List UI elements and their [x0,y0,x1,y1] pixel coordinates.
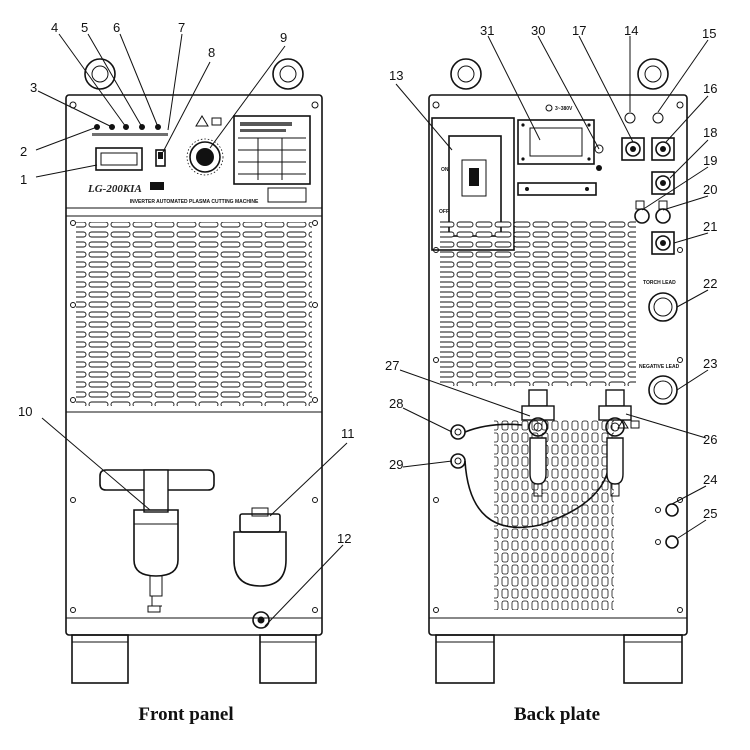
back-connector-21 [651,231,675,255]
back-connector-16 [651,137,675,161]
front-ground-terminal [252,611,270,629]
callout-label: 2 [20,144,27,159]
back-callouts: 13 14 15 16 17 18 19 20 21 22 23 24 25 2… [385,23,717,539]
back-vent-grille [440,220,636,386]
back-connector-18 [651,171,675,195]
callout-label: 30 [531,23,545,38]
callout-label: 12 [337,531,351,546]
callout-label: 7 [178,20,185,35]
back-manual-icon [630,420,640,429]
ground-screw [594,144,604,154]
back-foot-left [435,634,495,684]
back-gas-outlet-25 [655,535,679,549]
front-toggle-switch [155,149,166,167]
back-plate: ON OFF 3~380V [428,58,688,684]
callout-label: 15 [702,26,716,41]
front-lifting-eye-right [272,58,304,90]
back-negative-lead-terminal [648,375,678,405]
torch-lead-label: TORCH LEAD [643,280,676,286]
callout-label: 21 [703,219,717,234]
callout-label: 4 [51,20,58,35]
back-gas-inlet-29 [450,453,466,469]
callout-label: 28 [389,396,403,411]
callout-label: 22 [703,276,717,291]
front-nameplate [233,115,311,203]
warning-icon [195,115,209,127]
back-regulator-26 [598,389,632,497]
callout-label: 23 [703,356,717,371]
callout-label: 5 [81,20,88,35]
switch-off-label: OFF [439,209,449,215]
front-indicator-lamps [92,124,168,136]
front-vent-grille [76,222,312,406]
callout-label: 14 [624,23,638,38]
front-foot-left [71,634,129,684]
front-model-label: LG-200KIA [87,183,142,195]
back-gas-inlet-28 [450,424,466,440]
callout-label: 8 [208,45,215,60]
front-body [65,94,323,636]
callout-label: 27 [385,358,399,373]
callout-label: 9 [280,30,287,45]
callout-label: 17 [572,23,586,38]
callout-label: 6 [113,20,120,35]
negative-lead-label: NEGATIVE LEAD [639,364,680,370]
back-torch-lead-terminal [648,292,678,322]
callout-label: 1 [20,172,27,187]
back-power-inlet [517,119,595,165]
front-subtitle: INVERTER AUTOMATED PLASMA CUTTING MACHIN… [130,199,259,205]
callout-label: 19 [703,153,717,168]
callout-label: 3 [30,80,37,95]
front-current-knob [186,138,224,176]
callout-label: 20 [703,182,717,197]
callout-label: 26 [703,432,717,447]
front-bottle-holder [233,507,287,587]
front-foot-right [259,634,317,684]
front-lifting-eye-left [84,58,116,90]
callout-label: 18 [703,125,717,140]
callout-label: 25 [703,506,717,521]
back-gas-outlet-24 [655,503,679,517]
back-lower-grille [494,420,614,610]
back-socket-14 [624,112,636,124]
front-panel-caption: Front panel [138,704,233,725]
callout-label: 13 [389,68,403,83]
front-callouts: 1 2 3 4 5 6 7 8 9 10 11 12 [18,20,355,627]
voltage-label: 3~380V [555,106,573,112]
back-bracket [517,182,597,196]
back-connector-20 [655,200,671,224]
callout-label: 16 [703,81,717,96]
callout-label: 10 [18,404,32,419]
back-connector-19 [634,200,650,224]
back-lifting-eye-right [637,58,669,90]
callout-label: 24 [703,472,717,487]
manual-icon [211,117,222,126]
callout-label: 11 [341,426,355,441]
back-lifting-eye-left [450,58,482,90]
back-warning-icon [617,419,629,429]
back-body [428,94,688,636]
back-foot-right [623,634,683,684]
callout-label: 31 [480,23,494,38]
back-socket-15 [652,112,664,124]
front-panel: LG-200KIA INVERTER AUTOMATED PLASMA CUTT… [65,58,323,684]
switch-on-label: ON [441,167,449,173]
front-digital-display [95,147,143,171]
callout-label: 29 [389,457,403,472]
front-air-filter [99,469,215,613]
back-plate-caption: Back plate [514,704,600,725]
